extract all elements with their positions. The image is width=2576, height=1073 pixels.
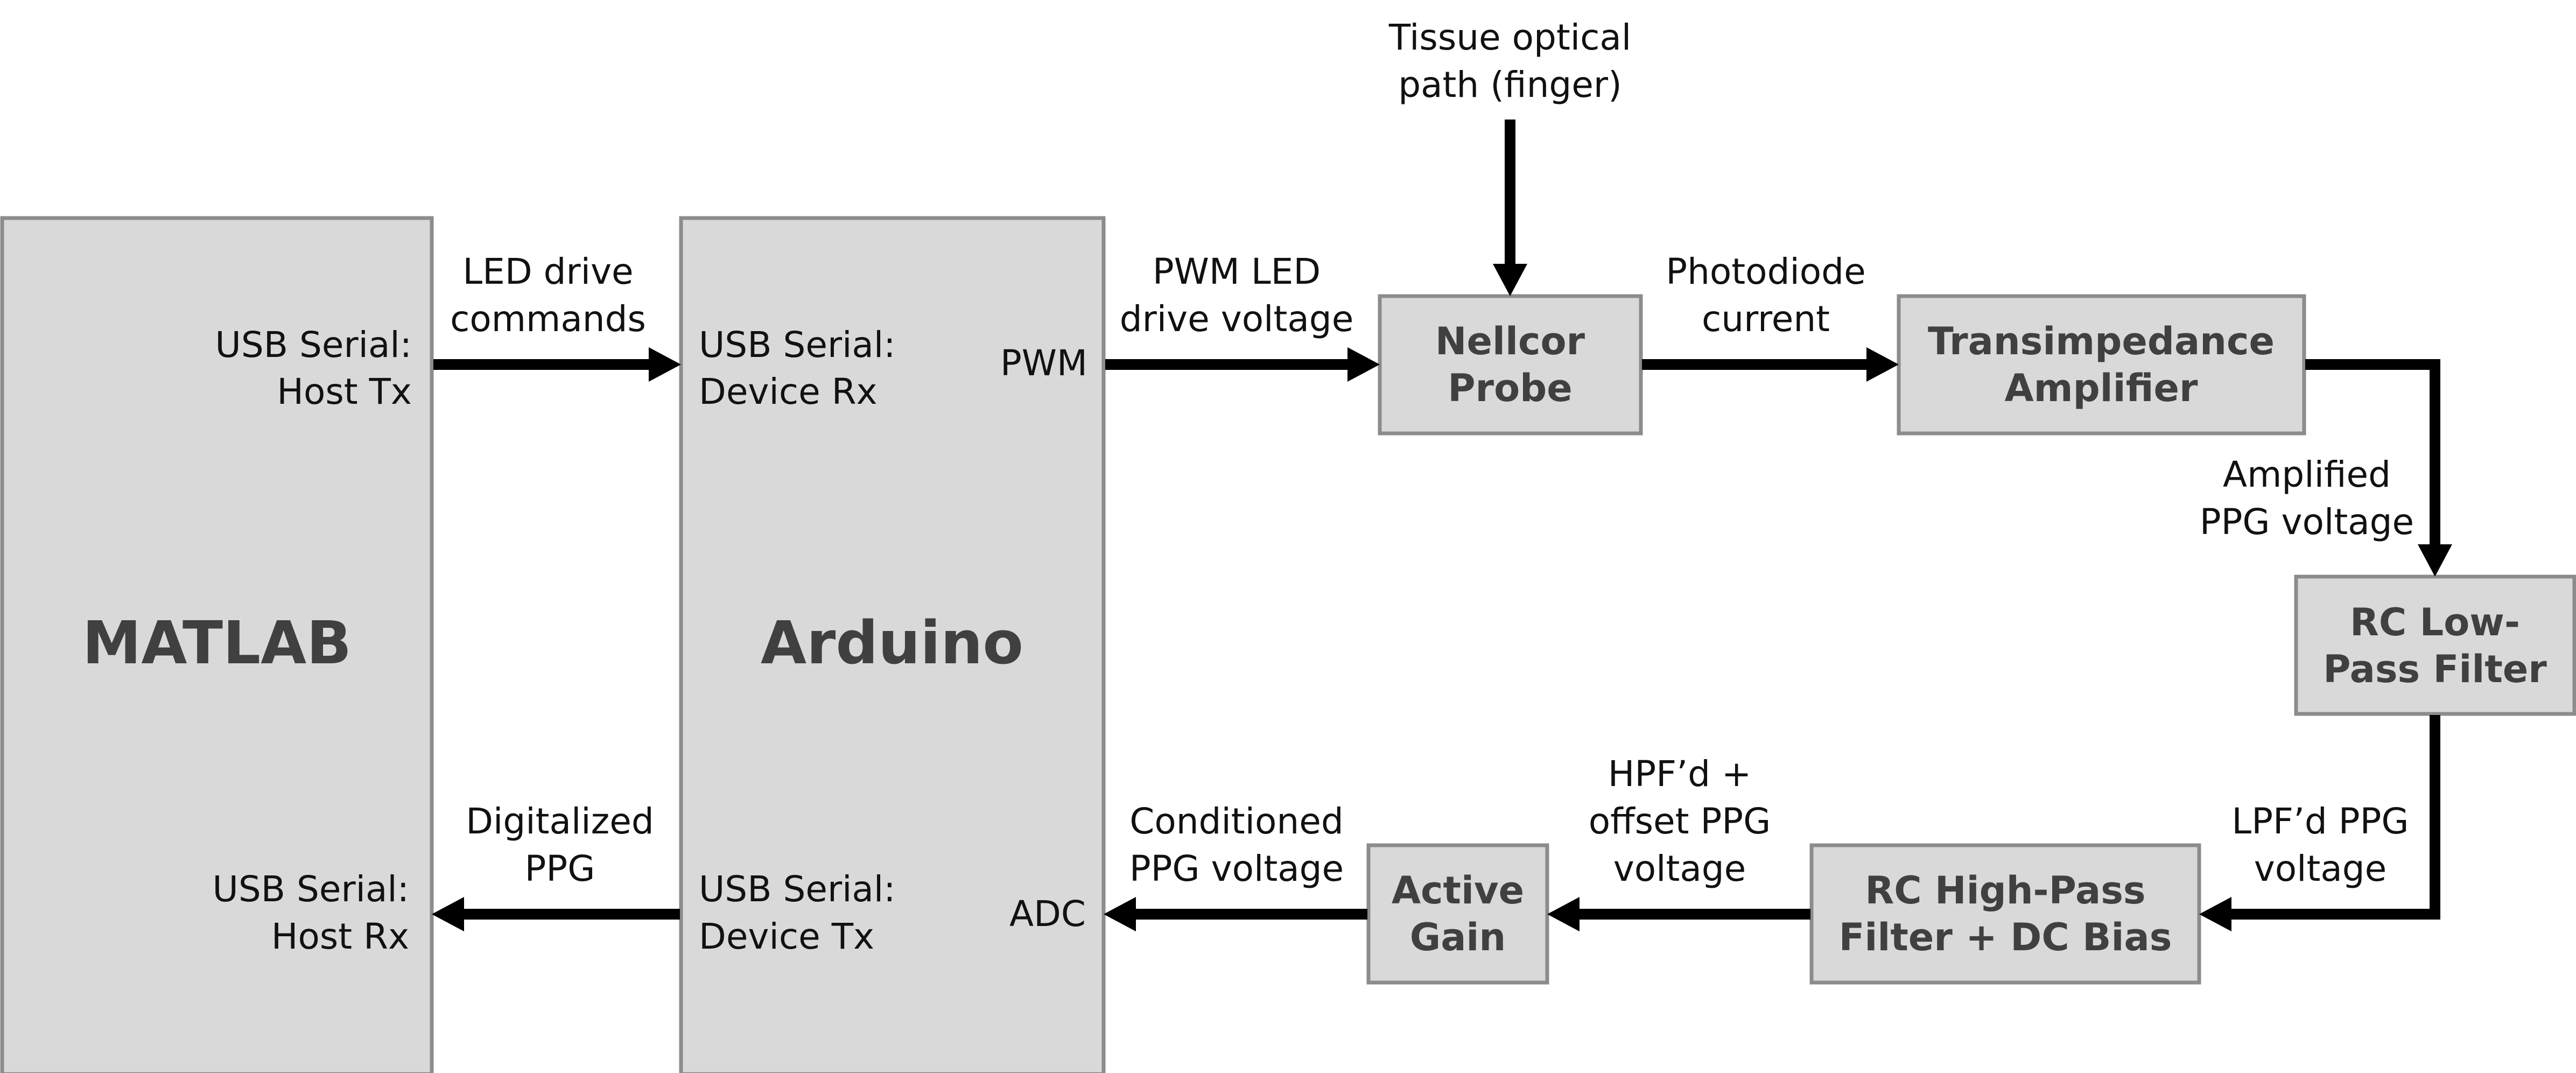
- signal-pwm-v-2: drive voltage: [1120, 298, 1354, 340]
- signal-cond-ppg-2: PPG voltage: [1129, 848, 1344, 889]
- arrow-conditioned-ppg: [1104, 897, 1367, 931]
- nellcor-probe-block: Nellcor Probe: [1378, 294, 1643, 436]
- active-gain-title-2: Gain: [1410, 915, 1506, 959]
- arrow-led-drive-commands: [433, 347, 681, 382]
- rc-low-pass-filter-block: RC Low- Pass Filter: [2294, 574, 2576, 716]
- arduino-tx-label-1: USB Serial:: [699, 868, 895, 910]
- tia-title-2: Amplifier: [2004, 366, 2198, 410]
- signal-digital-ppg-1: Digitalized: [466, 801, 654, 842]
- lpf-title-2: Pass Filter: [2323, 647, 2547, 691]
- signal-lpf-ppg-2: voltage: [2254, 848, 2387, 889]
- arrow-tissue-optical-path: [1493, 120, 1527, 296]
- arrow-photodiode-current: [1642, 347, 1899, 382]
- arrow-digitalized-ppg: [432, 897, 680, 931]
- arduino-title: Arduino: [761, 608, 1023, 677]
- signal-pd-current-1: Photodiode: [1666, 251, 1865, 292]
- matlab-rx-label-2: Host Rx: [271, 916, 409, 957]
- matlab-title: MATLAB: [82, 608, 352, 677]
- arduino-adc-label: ADC: [1009, 893, 1086, 935]
- arrow-hpf-ppg: [1547, 897, 1810, 931]
- signal-led-cmd-2: commands: [450, 298, 646, 340]
- arrow-amplified-ppg: [2305, 359, 2452, 577]
- signal-tissue-2: path (finger): [1398, 64, 1622, 106]
- arduino-rx-label-2: Device Rx: [699, 371, 878, 412]
- transimpedance-amplifier-block: Transimpedance Amplifier: [1897, 294, 2306, 436]
- arduino-pwm-label: PWM: [1000, 342, 1087, 384]
- signal-cond-ppg-1: Conditioned: [1129, 801, 1343, 842]
- signal-pd-current-2: current: [1702, 298, 1830, 340]
- hpf-title-1: RC High-Pass: [1865, 868, 2145, 913]
- signal-digital-ppg-2: PPG: [525, 848, 595, 889]
- matlab-block: MATLAB USB Serial: Host Tx USB Serial: H…: [0, 216, 434, 1073]
- signal-amp-ppg-1: Amplified: [2223, 454, 2391, 495]
- matlab-rx-label-1: USB Serial:: [213, 868, 409, 910]
- active-gain-title-1: Active: [1392, 868, 1524, 913]
- hpf-title-2: Filter + DC Bias: [1839, 915, 2172, 959]
- arduino-rx-label-1: USB Serial:: [699, 324, 895, 366]
- rc-high-pass-filter-block: RC High-Pass Filter + DC Bias: [1809, 843, 2201, 985]
- signal-pwm-v-1: PWM LED: [1153, 251, 1321, 292]
- lpf-title-1: RC Low-: [2350, 600, 2520, 644]
- active-gain-block: Active Gain: [1366, 843, 1549, 985]
- tia-title-1: Transimpedance: [1928, 319, 2275, 363]
- signal-lpf-ppg-1: LPF’d PPG: [2231, 801, 2409, 842]
- arrow-lpf-ppg: [2199, 715, 2440, 931]
- nellcor-probe-title-1: Nellcor: [1435, 319, 1585, 363]
- nellcor-probe-title-2: Probe: [1448, 366, 1573, 410]
- matlab-tx-label-2: Host Tx: [277, 371, 412, 412]
- signal-hpf-ppg-1: HPF’d +: [1608, 753, 1752, 795]
- signal-led-cmd-1: LED drive: [462, 251, 633, 292]
- arrow-pwm-led-drive: [1105, 347, 1380, 382]
- arduino-tx-label-2: Device Tx: [699, 916, 874, 957]
- signal-tissue-1: Tissue optical: [1388, 17, 1631, 58]
- signal-hpf-ppg-2: offset PPG: [1589, 801, 1771, 842]
- arduino-block: Arduino USB Serial: Device Rx USB Serial…: [679, 216, 1106, 1073]
- signal-hpf-ppg-3: voltage: [1613, 848, 1746, 889]
- matlab-tx-label-1: USB Serial:: [215, 324, 412, 366]
- signal-amp-ppg-2: PPG voltage: [2200, 501, 2414, 543]
